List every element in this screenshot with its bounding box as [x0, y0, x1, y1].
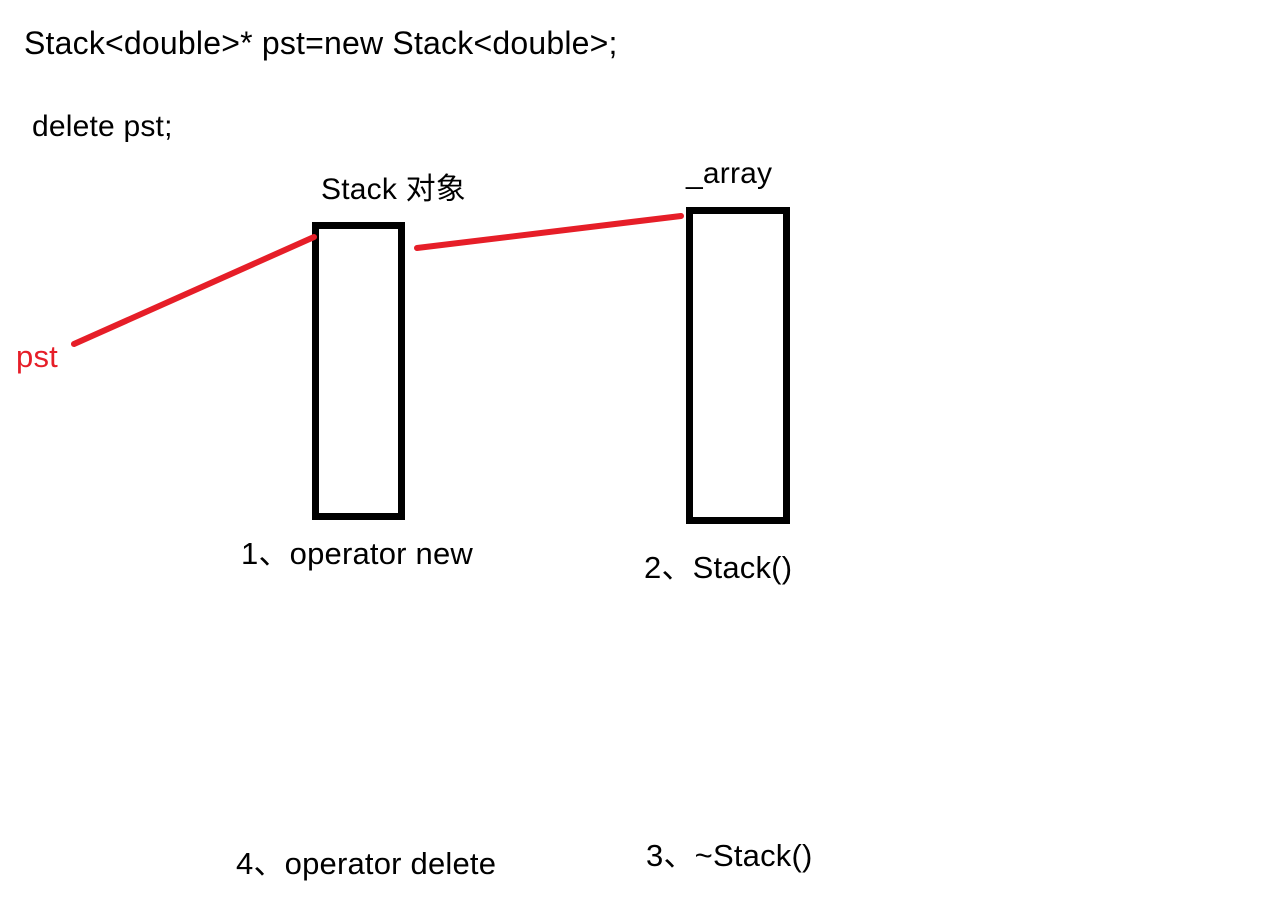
code-statement-new: Stack<double>* pst=new Stack<double>; — [24, 25, 618, 61]
step-3-destructor-label: 3、~Stack() — [646, 838, 813, 873]
step-2-constructor-label: 2、Stack() — [644, 550, 793, 585]
array-box — [686, 207, 790, 524]
stack-to-array-line — [414, 213, 684, 251]
stack-object-label: Stack 对象 — [321, 173, 466, 206]
code-statement-delete: delete pst; — [32, 110, 173, 143]
step-4-operator-delete-label: 4、operator delete — [236, 846, 497, 881]
array-label: _array — [686, 157, 773, 190]
stack-object-box — [312, 222, 405, 520]
step-1-operator-new-label: 1、operator new — [241, 536, 473, 571]
pst-pointer-label: pst — [16, 339, 58, 374]
pst-to-stack-line — [71, 234, 317, 347]
